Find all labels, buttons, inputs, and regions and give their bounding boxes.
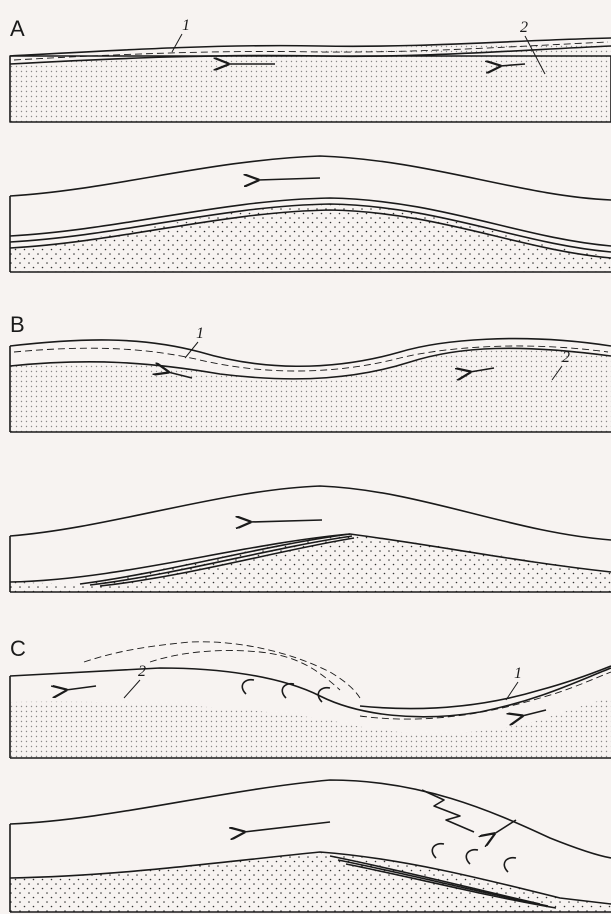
panel-a-dotted-sand <box>10 43 611 122</box>
panel-b-letter: B <box>10 312 25 337</box>
panel-b: B 1 2 <box>10 312 611 592</box>
panel-a-label-1: 1 <box>182 17 190 34</box>
panel-c-section-2 <box>10 780 611 912</box>
panel-c2-water-surface <box>10 780 611 858</box>
panel-b-label-1: 1 <box>196 325 204 342</box>
panel-c-eddy-2 <box>282 684 294 698</box>
panel-c-label-2: 2 <box>138 663 146 680</box>
panel-c2-flow-arrow <box>244 822 330 832</box>
panel-c2-incoming-arrow <box>494 820 516 834</box>
panel-a-section-1: 1 2 <box>10 17 611 122</box>
panel-b-label-2: 2 <box>562 349 570 366</box>
panel-a-section-2 <box>10 156 611 272</box>
panel-c2-eddy-3 <box>504 858 516 872</box>
panel-b2-water-surface <box>10 486 611 540</box>
panel-a2-flow-arrow <box>258 178 320 180</box>
panel-c2-eddy-2 <box>466 850 478 864</box>
panel-c-label-1: 1 <box>514 665 522 682</box>
panel-c-eddy-1 <box>242 680 254 694</box>
panel-c: C 1 2 <box>10 636 611 912</box>
panel-a: A 1 2 <box>10 16 611 272</box>
panel-c2-eddy-1 <box>432 844 444 858</box>
panel-c-dotted-sand <box>10 698 611 758</box>
panel-a-leader-1 <box>172 34 182 52</box>
panel-b-section-1: 1 2 <box>10 325 611 432</box>
panel-c-flow-arrow-1 <box>66 686 96 690</box>
panel-a-letter: A <box>10 16 25 41</box>
panel-b2-flow-arrow <box>250 520 322 522</box>
panel-c-layer-top <box>360 666 611 709</box>
panel-b-dotted-sand <box>10 348 611 432</box>
panel-b-section-2 <box>10 486 611 592</box>
panel-c2-dotted-sand <box>10 852 611 912</box>
panel-c-mud-cloud-2 <box>150 650 340 690</box>
panel-c2-breaking-wave <box>422 790 474 832</box>
panel-c-section-1: 1 2 <box>10 642 611 758</box>
panel-b-leader-1 <box>185 342 198 358</box>
panel-c-leader-2 <box>124 680 140 698</box>
panel-a-label-2: 2 <box>520 19 528 36</box>
panel-c-flow-arrow-2 <box>522 710 546 716</box>
panel-c-letter: C <box>10 636 26 661</box>
